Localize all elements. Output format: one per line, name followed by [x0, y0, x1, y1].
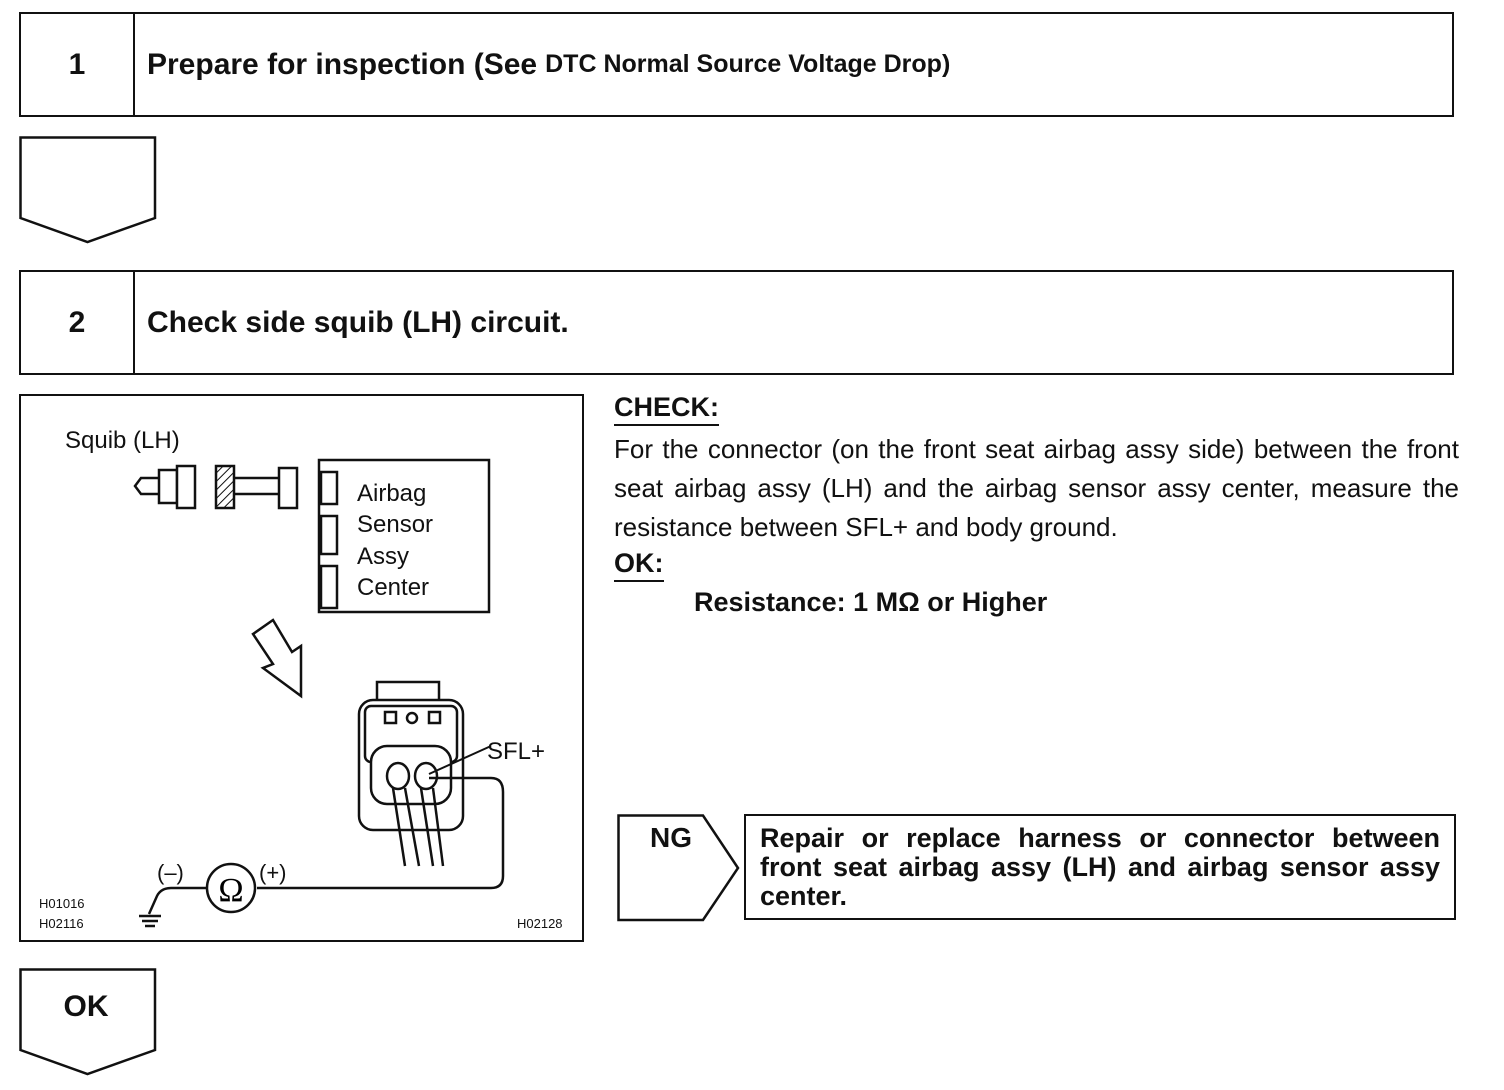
ohm-symbol: Ω	[218, 872, 243, 909]
ng-action-box: Repair or replace harness or connector b…	[744, 814, 1456, 920]
step-title-text: Prepare for inspection (See	[147, 47, 538, 81]
ok-spec: Resistance: 1 MΩ or Higher	[694, 587, 1048, 617]
squib-connector-icon	[133, 464, 299, 510]
ng-label: NG	[650, 822, 692, 853]
airbag-sensor-box-icon	[317, 458, 491, 614]
meter-plus-label: (+)	[259, 860, 287, 885]
continue-arrow	[19, 136, 157, 246]
ng-action-text: Repair or replace harness or connector b…	[760, 823, 1440, 911]
step-title: Check side squib (LH) circuit.	[147, 272, 569, 373]
down-arrow-icon	[19, 136, 157, 244]
step-2-box: 2 Check side squib (LH) circuit.	[19, 270, 1454, 375]
ok-arrow: OK	[19, 968, 157, 1080]
terminal-label: SFL+	[487, 738, 546, 765]
probe-wire	[257, 776, 505, 890]
figure-code-1: H01016	[39, 896, 85, 911]
sfl-leader-line	[428, 745, 492, 775]
down-arrow-icon	[19, 968, 157, 1076]
sensor-label-line4: Center	[357, 574, 430, 601]
figure-code-2: H02116	[39, 916, 84, 931]
ng-tag: NG	[617, 814, 740, 922]
step-1-box: 1 Prepare for inspection (See DTC Normal…	[19, 12, 1454, 117]
connector-diagram: Ω	[133, 458, 505, 928]
squib-label: Squib (LH)	[65, 427, 180, 454]
sensor-label-line3: Assy	[357, 543, 410, 570]
meter-minus-label: (–)	[157, 860, 184, 885]
ohmmeter-icon	[139, 862, 257, 928]
pointer-arrow-icon	[251, 618, 303, 699]
step-number: 1	[21, 14, 135, 115]
figure-code-3: H02128	[517, 916, 563, 931]
sensor-label-line2: Sensor	[357, 511, 434, 538]
ng-arrow-icon	[617, 814, 740, 922]
sensor-label-line1: Airbag	[357, 480, 427, 507]
step-title-text: Check side squib (LH) circuit.	[147, 305, 569, 339]
check-instruction: For the connector (on the front seat air…	[614, 434, 1459, 542]
step-title: Prepare for inspection (See DTC Normal S…	[147, 14, 950, 115]
connector-face-icon	[357, 680, 465, 867]
check-heading: CHECK:	[614, 392, 719, 426]
step-title-reference: DTC Normal Source Voltage Drop)	[545, 50, 951, 78]
ok-arrow-label: OK	[63, 990, 109, 1023]
wiring-figure: Ω Squib (LH) Airbag Sensor Assy Center S…	[19, 394, 584, 942]
step-number: 2	[21, 272, 135, 373]
ok-heading: OK:	[614, 548, 664, 582]
